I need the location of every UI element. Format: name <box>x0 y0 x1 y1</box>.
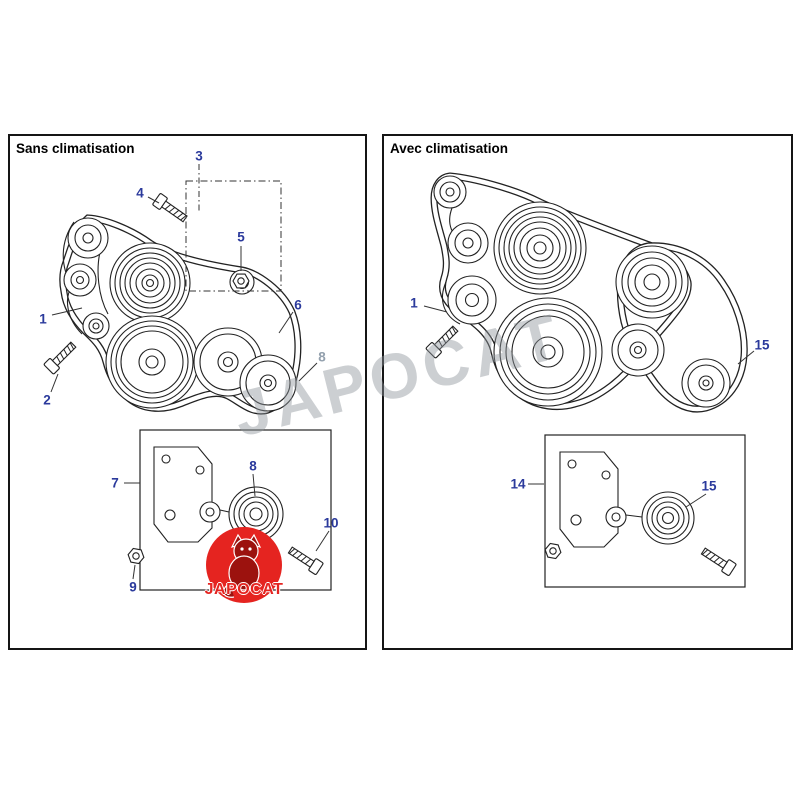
callout-1-right: 1 <box>410 295 418 311</box>
japocat-logo-badge <box>206 527 282 603</box>
panel-avec-climatisation: Avec climatisation <box>382 134 793 650</box>
callout-7: 7 <box>111 475 119 491</box>
callout-8-pulley: 8 <box>249 458 257 474</box>
callout-8-belt: 8 <box>318 349 326 365</box>
callout-2: 2 <box>43 392 51 408</box>
callout-1-left: 1 <box>39 311 47 327</box>
callout-5: 5 <box>237 229 245 245</box>
callout-15-pulley: 15 <box>701 478 717 494</box>
panel-sans-climatisation: Sans climatisation <box>8 134 367 650</box>
callout-4: 4 <box>136 185 144 201</box>
callout-6: 6 <box>294 297 302 313</box>
panel-title-sans-climatisation: Sans climatisation <box>16 141 135 156</box>
cat-icon <box>223 533 262 598</box>
callout-14: 14 <box>510 476 526 492</box>
panel-title-avec-climatisation: Avec climatisation <box>390 141 509 156</box>
logo-wordmark: JAPOCAT <box>204 581 284 598</box>
callout-15-belt: 15 <box>754 337 770 353</box>
callout-3: 3 <box>195 148 203 164</box>
callout-10: 10 <box>323 515 339 531</box>
callout-9: 9 <box>129 579 137 595</box>
